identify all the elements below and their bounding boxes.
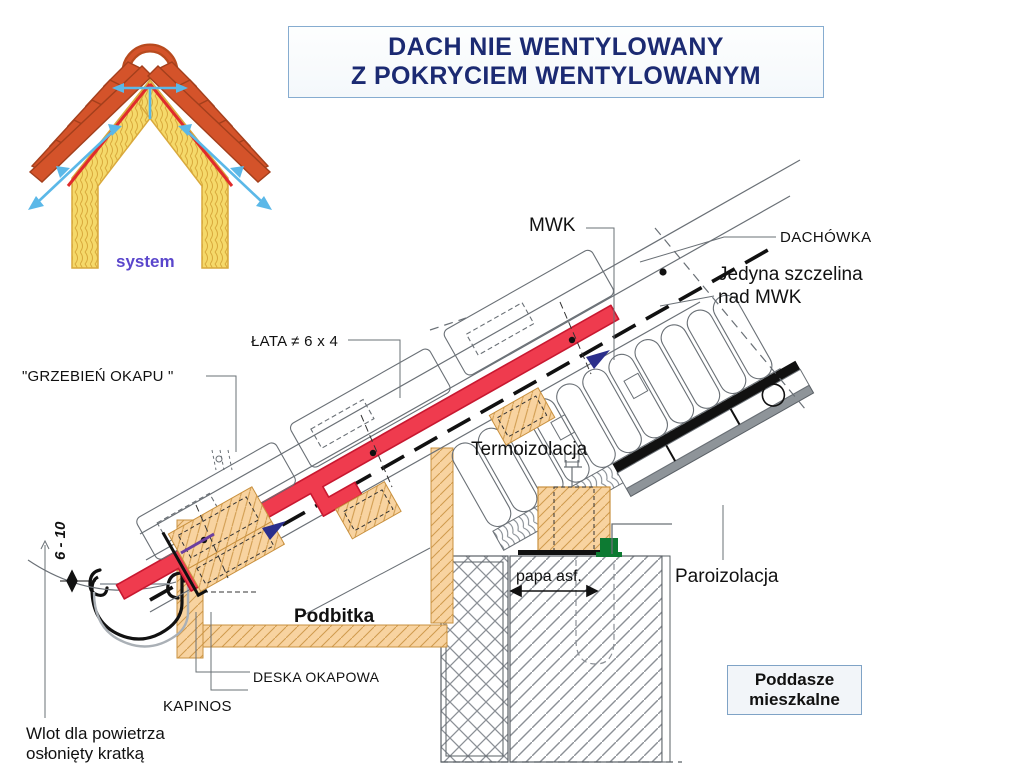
label-grzebien-okapu: "GRZEBIEŃ OKAPU " bbox=[22, 368, 174, 385]
attic-callout-box: Poddasze mieszkalne bbox=[727, 665, 862, 715]
attic-line-1: Poddasze bbox=[754, 670, 835, 690]
vapour-barrier bbox=[611, 360, 815, 560]
title-box: DACH NIE WENTYLOWANY Z POKRYCIEM WENTYLO… bbox=[288, 26, 824, 98]
wall-insulation-block bbox=[440, 555, 509, 763]
label-jedyna-szczelina-line-2: nad MWK bbox=[718, 286, 802, 308]
eaves-comb-assembly bbox=[161, 375, 286, 598]
label-mwk: MWK bbox=[529, 215, 576, 236]
tile-outline-boxes bbox=[136, 249, 614, 560]
label-termoizolacja: Termoizolacja bbox=[471, 439, 588, 460]
soffit-board bbox=[191, 547, 448, 648]
battens bbox=[334, 301, 592, 540]
title-line-2: Z POKRYCIEM WENTYLOWANYM bbox=[350, 62, 762, 90]
label-dimension-6-10: 6 - 10 bbox=[52, 521, 69, 560]
title-line-1: DACH NIE WENTYLOWANY bbox=[388, 33, 724, 61]
label-jedyna-szczelina: Jedyna szczelina nad MWK bbox=[718, 264, 863, 310]
attic-line-2: mieszkalne bbox=[749, 690, 840, 709]
label-lata: ŁATA ≠ 6 x 4 bbox=[251, 333, 339, 350]
label-wlot-line-1: Wlot dla powietrza bbox=[26, 724, 165, 743]
label-wlot-powietrza: Wlot dla powietrza osłonięty kratką bbox=[26, 724, 165, 765]
label-papa-asf: papa asf. bbox=[516, 568, 582, 585]
label-dachowka: DACHÓWKA bbox=[780, 229, 872, 246]
label-kapinos: KAPINOS bbox=[163, 698, 232, 715]
label-deska-okapowa: DESKA OKAPOWA bbox=[253, 669, 380, 685]
wall-plate-timber bbox=[518, 453, 622, 557]
label-paroizolacja: Paroizolacja bbox=[675, 566, 779, 587]
label-podbitka: Podbitka bbox=[294, 606, 375, 627]
label-jedyna-szczelina-line-1: Jedyna szczelina bbox=[718, 264, 863, 285]
system-caption: system bbox=[116, 252, 175, 271]
label-leaders bbox=[348, 227, 776, 398]
airflow-arrows bbox=[262, 350, 610, 540]
label-wlot-line-2: osłonięty kratką bbox=[26, 744, 145, 764]
section-cut-lines bbox=[429, 227, 807, 411]
